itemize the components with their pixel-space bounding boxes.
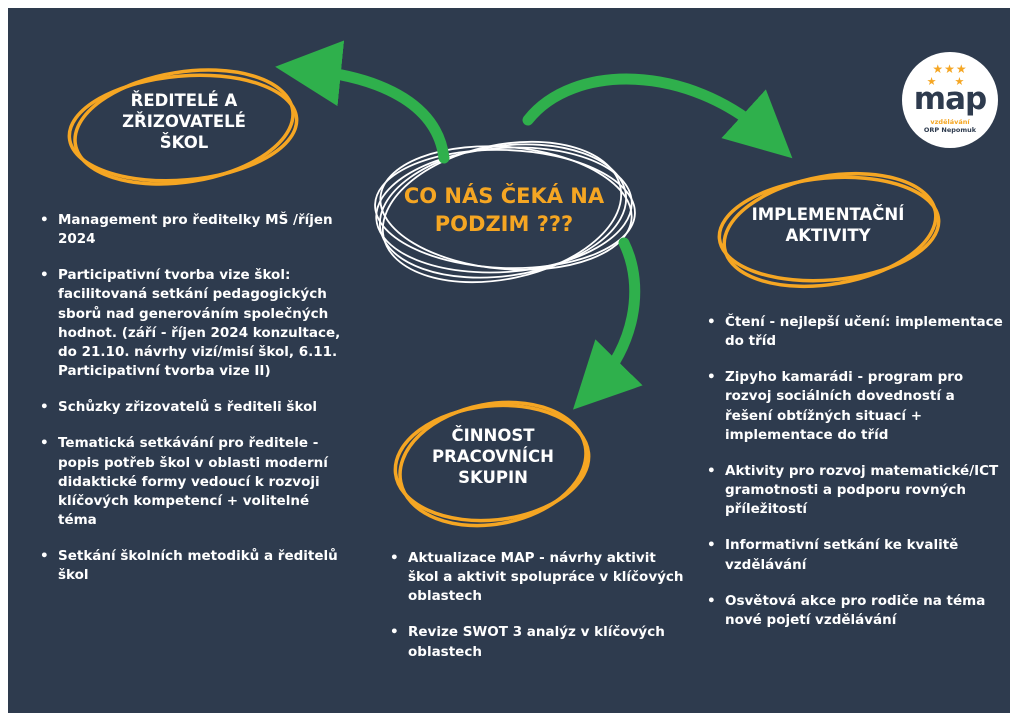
right-bullet-list: Čtení - nejlepší učení: implementace do …: [703, 313, 1003, 647]
left-bullet-list: Management pro ředitelky MŠ /říjen 2024 …: [36, 211, 341, 603]
arrow-to-cinnost: [572, 237, 643, 410]
list-item: Management pro ředitelky MŠ /říjen 2024: [36, 211, 341, 249]
logo-text: map: [913, 81, 987, 117]
node-reditele-line1: ŘEDITELÉ A: [130, 91, 238, 110]
list-item: Revize SWOT 3 analýz v klíčových oblaste…: [386, 623, 686, 661]
list-item: Schůzky zřizovatelů s řediteli škol: [36, 398, 341, 417]
node-implementacni-line2: AKTIVITY: [785, 226, 871, 246]
node-cinnost-line2: PRACOVNÍCH: [432, 447, 554, 467]
node-reditele-line2: ZŘIZOVATELÉ: [122, 112, 246, 132]
center-title-line1: CO NÁS ČEKÁ NA: [403, 184, 605, 208]
node-implementacni-line1: IMPLEMENTAČNÍ: [751, 205, 905, 224]
logo-sub2: ORP Nepomuk: [923, 125, 977, 134]
logo-subtitle: vzdělávání ORP Nepomuk: [902, 118, 998, 135]
node-cinnost-line1: ČINNOST: [451, 426, 535, 445]
arrow-to-reditele: [275, 40, 450, 164]
node-reditele-label: ŘEDITELÉ A ZŘIZOVATELÉ ŠKOL: [94, 90, 274, 153]
node-implementacni-label: IMPLEMENTAČNÍ AKTIVITY: [738, 204, 918, 246]
middle-bullet-list: Aktualizace MAP - návrhy aktivit škol a …: [386, 549, 686, 679]
list-item: Čtení - nejlepší učení: implementace do …: [703, 313, 1003, 351]
oval-cinnost: [393, 400, 591, 528]
oval-center: [374, 140, 636, 284]
node-cinnost-label: ČINNOST PRACOVNÍCH SKUPIN: [408, 425, 578, 488]
list-item: Zipyho kamarádi - program pro rozvoj soc…: [703, 368, 1003, 445]
list-item: Informativní setkání ke kvalitě vzdělává…: [703, 536, 1003, 574]
node-cinnost-line3: SKUPIN: [458, 468, 528, 488]
center-title-line2: PODZIM ???: [434, 212, 574, 237]
oval-reditele: [67, 68, 299, 186]
oval-implementacni: [717, 171, 941, 289]
diagram-shapes: [67, 40, 941, 528]
node-reditele-line3: ŠKOL: [159, 133, 209, 153]
map-logo: ★★★ ★★ map vzdělávání ORP Nepomuk: [902, 52, 998, 148]
logo-sub1: vzdělávání: [930, 118, 970, 126]
list-item: Aktivity pro rozvoj matematické/ICT gram…: [703, 462, 1003, 519]
infographic-panel: ŘEDITELÉ A ZŘIZOVATELÉ ŠKOL CO NÁS ČEKÁ …: [8, 8, 1010, 713]
logo-stars-top: ★★★: [932, 62, 968, 76]
list-item: Setkání školních metodiků a ředitelů ško…: [36, 547, 341, 585]
arrow-to-implementacni: [522, 73, 793, 159]
list-item: Participativní tvorba vize škol: facilit…: [36, 266, 341, 381]
list-item: Osvětová akce pro rodiče na téma nové po…: [703, 592, 1003, 630]
list-item: Tematická setkávání pro ředitele - popis…: [36, 434, 341, 530]
center-title: CO NÁS ČEKÁ NA PODZIM ???: [394, 182, 614, 239]
list-item: Aktualizace MAP - návrhy aktivit škol a …: [386, 549, 686, 606]
logo-stars-bottom: ★★: [926, 75, 983, 88]
